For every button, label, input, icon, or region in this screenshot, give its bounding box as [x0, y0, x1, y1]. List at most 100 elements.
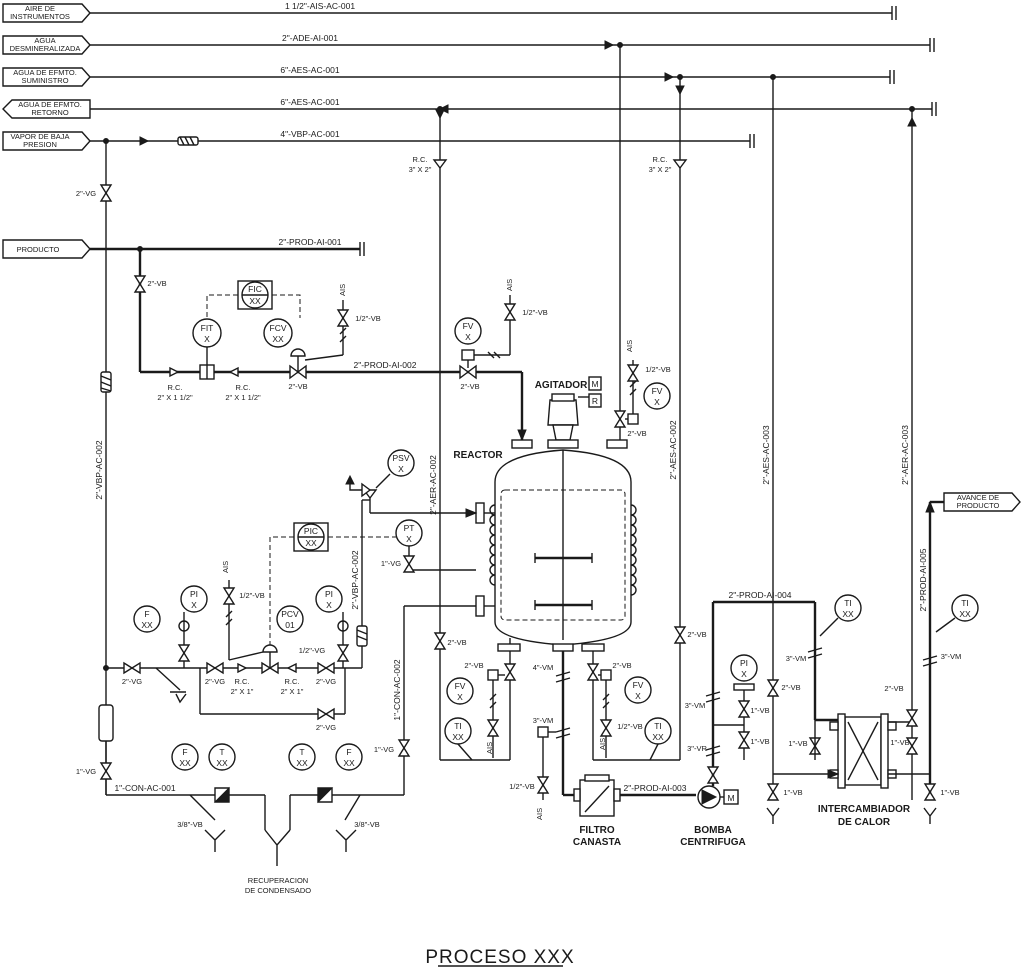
instrument-fit[interactable]: FIT X	[192, 318, 222, 348]
instrument-fv-3[interactable]: FV X	[446, 677, 474, 705]
fv4-num: X	[635, 691, 641, 701]
line-aer-ac-002: 2"-AER-AC-002	[428, 455, 438, 515]
centrifugal-pump[interactable]: M BOMBA CENTRIFUGA	[680, 785, 746, 848]
pt-num: X	[406, 534, 412, 544]
ais-label-3: AIS	[625, 340, 634, 352]
instrument-fic[interactable]: FIC XX	[237, 280, 273, 310]
reactor-vessel[interactable]: REACTOR	[453, 439, 637, 652]
bomba-l2: CENTRIFUGA	[680, 837, 746, 848]
instrument-pic[interactable]: PIC XX	[293, 522, 329, 552]
inlet-agua-sum-l1: AGUA DE EFMTO.	[13, 68, 77, 77]
vb12-label-4: 1/2"-VB	[239, 591, 265, 600]
agitator-reducer	[588, 393, 602, 408]
t2-tag: T	[299, 747, 304, 757]
t2-num: XX	[296, 758, 308, 768]
vb-label-7: 2"-VB	[781, 683, 800, 692]
psv-valve[interactable]	[345, 473, 478, 518]
line-ais-ac-001: 1 1/2"-AIS-AC-001	[285, 1, 355, 11]
ti1-tag: TI	[454, 721, 462, 731]
product-outlet: 4"-VM 3"-VM 1/2"-VB AIS	[509, 651, 575, 820]
inlet-vapor-l2: PRESION	[23, 140, 57, 149]
line-prod-ai-003: 2"-PROD-AI-003	[623, 783, 686, 793]
ti4-tag: TI	[654, 721, 662, 731]
vbp-valves[interactable]: 2"-VG 2"-VG 2"-VG R.C. 2" X 1" R.C. 2" X…	[122, 644, 336, 704]
aes-jacket-right: 2"-VB 2"-VB 1/2"-VB AIS	[586, 626, 707, 761]
instrument-ti-2[interactable]: TI XX	[819, 594, 862, 637]
vb-label-9: 2"-VB	[687, 630, 706, 639]
f3-tag: F	[346, 747, 351, 757]
rc-2x1-label-1: 2" X 1"	[231, 687, 254, 696]
outlet-agua-ret-l1: AGUA DE EFMTO.	[18, 100, 82, 109]
filter-basket[interactable]: FILTRO CANASTA	[573, 774, 621, 848]
exchanger-utility: 2"-VB 1"-VB 1"-VB 2"-VB 1"-VB	[766, 679, 930, 824]
vb-label-10: 2"-VB	[612, 661, 631, 670]
ti4-num: XX	[652, 732, 664, 742]
instrument-pi-1[interactable]: PI X	[177, 585, 208, 668]
vb-label-8: 2"-VB	[884, 684, 903, 693]
pt-impulse: 1"-VG	[381, 546, 476, 573]
vb1-label-4: 1"-VB	[783, 788, 802, 797]
pi1-tag: PI	[190, 589, 198, 599]
inlet-vapor-l1: VAPOR DE BAJA	[10, 132, 69, 141]
t1-num: XX	[216, 758, 228, 768]
line-prod-ai-004: 2"-PROD-AI-004	[728, 590, 791, 600]
bomba-l1: BOMBA	[694, 825, 732, 836]
reducer-aer	[432, 159, 448, 170]
vg-label-4: 2"-VG	[316, 677, 336, 686]
fv2-tag: FV	[652, 386, 663, 396]
line-prod-ai-005: 2"-PROD-AI-005	[918, 548, 928, 611]
pi2-tag: PI	[325, 589, 333, 599]
agitator-drive[interactable]: AGITADOR M R	[535, 376, 602, 449]
pi3-num: X	[741, 669, 747, 679]
instrument-t-2[interactable]: T XX	[288, 743, 316, 771]
page-title: PROCESO XXX	[425, 947, 574, 968]
valve-prod-vb[interactable]: 2"-VB	[133, 275, 167, 293]
fit-tag: FIT	[201, 323, 214, 333]
rc-label-5: R.C.	[235, 677, 250, 686]
instrument-fv-1[interactable]: FV X	[454, 317, 482, 345]
fv4-tag: FV	[633, 680, 644, 690]
instrument-f-3[interactable]: F XX	[335, 743, 363, 771]
outlet-avance-producto: AVANCE DE PRODUCTO	[943, 492, 1021, 512]
line-aes-ac-001-ret: 6"-AES-AC-001	[280, 97, 340, 107]
inlet-producto-label: PRODUCTO	[17, 245, 60, 254]
prod-ai-005: 2"-PROD-AI-005 3"-VM 1"-VB	[918, 500, 961, 824]
instrument-f-1[interactable]: F XX	[133, 605, 161, 633]
fv3-num: X	[457, 692, 463, 702]
instrument-pi-2[interactable]: PI X 1/2"-VG	[299, 585, 350, 668]
vb-label-2: 2"-VB	[288, 382, 307, 391]
vg1-label-3: 1"-VG	[76, 767, 96, 776]
instrument-ti-4[interactable]: TI XX	[644, 717, 672, 761]
valve-fv-prod[interactable]: 2"-VB AIS 1/2"-VB	[459, 279, 548, 391]
instrument-f-2[interactable]: F XX	[171, 743, 199, 771]
heat-exchanger[interactable]: INTERCAMBIADOR DE CALOR	[818, 713, 911, 828]
instrument-ti-1[interactable]: TI XX	[444, 717, 473, 761]
fv1-tag: FV	[463, 321, 474, 331]
line-prod-ai-001: 2"-PROD-AI-001	[278, 237, 341, 247]
ais-label-7: AIS	[598, 738, 607, 750]
instrument-pi-3[interactable]: PI X 1"-VB 1"-VB	[713, 654, 770, 760]
outlet-agua-ret-l2: RETORNO	[31, 108, 69, 117]
line-aes-ac-002: 2"-AES-AC-002	[668, 420, 678, 480]
instrument-fv-2[interactable]: FV X	[643, 382, 671, 410]
instrument-fcv[interactable]: FCV XX	[263, 318, 293, 348]
instrument-fv-4[interactable]: FV X	[624, 676, 652, 704]
inlet-aire-l1: AIRE DE	[25, 4, 55, 13]
line-ade-ai-001: 2"-ADE-AI-001	[282, 33, 338, 43]
vb1-label-6: 1"-VB	[940, 788, 959, 797]
ais-supply-pcv: AIS 1/2"-VB	[221, 561, 265, 661]
ais-label-6: AIS	[535, 808, 544, 820]
instrument-t-1[interactable]: T XX	[208, 743, 236, 771]
ais-label-5: AIS	[485, 742, 494, 754]
line-aes-ac-003: 2"-AES-AC-003	[761, 425, 771, 485]
vb1-label-3: 1"-VB	[788, 739, 807, 748]
instrument-pt[interactable]: PT X	[395, 519, 423, 547]
instrument-pcv[interactable]: PCV 01	[276, 605, 304, 633]
instrument-psv[interactable]: PSV X	[387, 449, 415, 477]
instrument-ti-3[interactable]: TI XX	[935, 594, 979, 633]
valve-vapor-vg[interactable]: 2"-VG	[76, 184, 113, 202]
rc-3x2-label-1: 3" X 2"	[409, 165, 432, 174]
ti3-tag: TI	[961, 598, 969, 608]
vb12-label-6: 1/2"-VB	[617, 722, 643, 731]
control-valve-fcv[interactable]: 2"-VB	[288, 348, 308, 391]
